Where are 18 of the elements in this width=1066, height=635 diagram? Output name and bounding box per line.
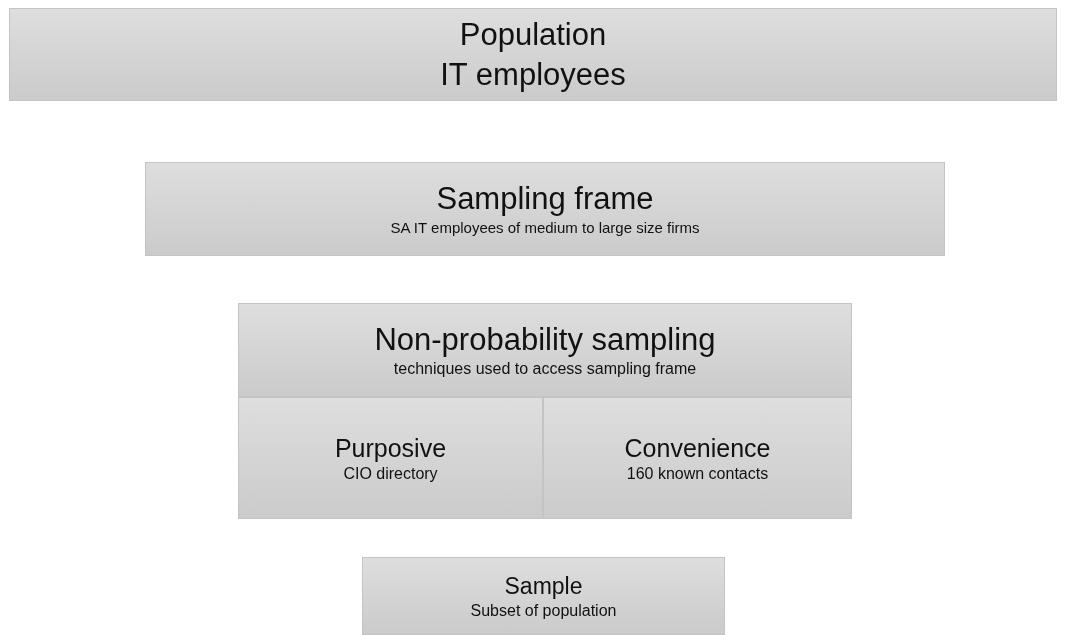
box-subtext: IT employees [440, 55, 626, 94]
box-subtext: techniques used to access sampling frame [393, 359, 697, 379]
box-heading: Sample [504, 572, 583, 601]
process-box [543, 397, 852, 519]
box-subtext: Subset of population [470, 601, 617, 621]
box-subtext: 160 known contacts [626, 464, 769, 484]
box-heading: Sampling frame [436, 180, 654, 218]
process-box [238, 303, 852, 397]
box-subtext: CIO directory [343, 464, 438, 484]
process-box [9, 8, 1057, 101]
box-heading: Convenience [624, 433, 771, 464]
box-subtext: SA IT employees of medium to large size firms [390, 218, 700, 238]
box-heading: Purposive [334, 433, 447, 464]
process-box [145, 162, 945, 256]
process-box [238, 397, 543, 519]
process-box [362, 557, 725, 635]
box-heading: Population [459, 15, 607, 54]
box-heading: Non-probability sampling [374, 321, 716, 359]
